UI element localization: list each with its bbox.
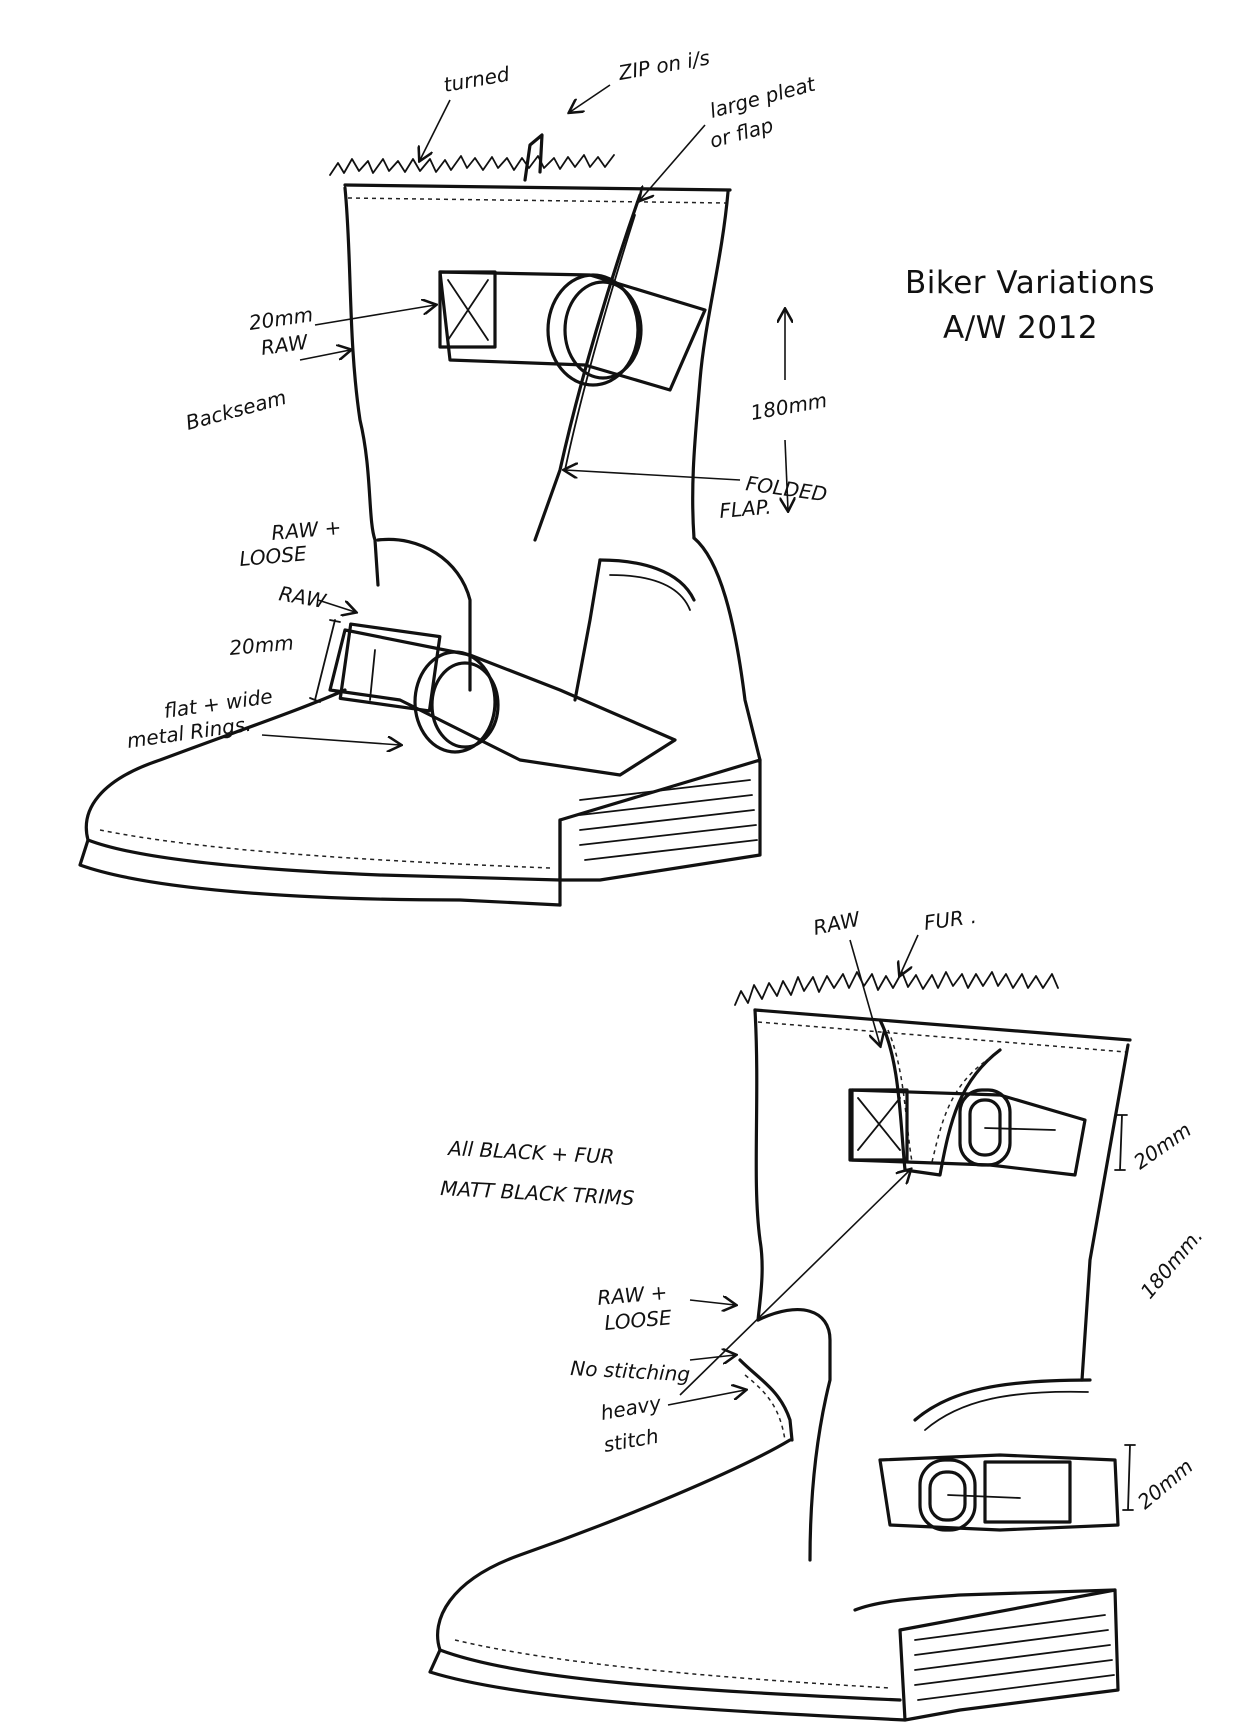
label-heavy-2: stitch xyxy=(602,1424,661,1457)
label-note-2: MATT BLACK TRIMS xyxy=(440,1176,636,1210)
label-folded-2: FLAP. xyxy=(718,495,772,523)
label-strap-bottom: 20mm xyxy=(1133,1454,1198,1514)
bottom-boot-annotations: RAW FUR . All BLACK + FUR MATT BLACK TRI… xyxy=(440,904,1208,1514)
label-note-1: All BLACK + FUR xyxy=(446,1136,615,1169)
title-line-2: A/W 2012 xyxy=(943,310,1099,346)
label-height: 180mm xyxy=(749,388,829,425)
label-raw-bottom: RAW xyxy=(811,906,863,940)
label-rawloose-b2: LOOSE xyxy=(603,1305,673,1335)
label-strap-width: 20mm xyxy=(228,630,294,660)
label-nostitching: No stitching xyxy=(570,1356,691,1386)
bottom-boot-drawing xyxy=(428,971,1132,1722)
label-heavy-1: heavy xyxy=(599,1391,664,1425)
label-strap-top: 20mm xyxy=(1129,1117,1196,1174)
top-boot-drawing xyxy=(78,133,762,907)
label-zip: ZIP on i/s xyxy=(616,45,712,85)
label-raw: RAW xyxy=(277,581,329,613)
label-rawloose-2: LOOSE xyxy=(238,541,308,571)
label-backseam: Backseam xyxy=(183,385,289,435)
label-turned: turned xyxy=(442,62,512,97)
label-fur: FUR . xyxy=(922,904,978,935)
label-height-bottom: 180mm. xyxy=(1135,1224,1207,1303)
label-raw20-2: RAW xyxy=(259,329,310,359)
label-rawloose-1: RAW + xyxy=(270,515,342,545)
title-line-1: Biker Variations xyxy=(905,265,1156,301)
top-boot-annotations: turned ZIP on i/s large pleat or flap 20… xyxy=(125,45,829,753)
